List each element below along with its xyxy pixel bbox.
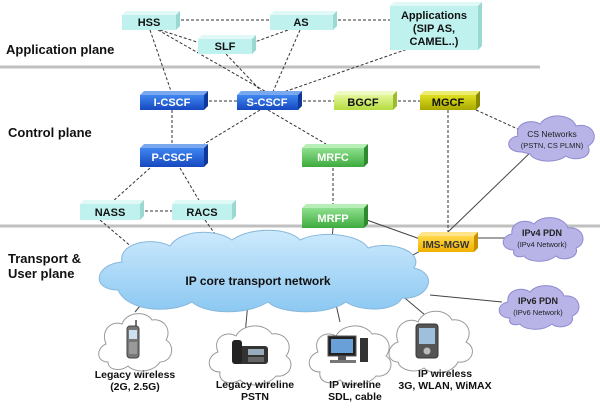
ipv4-pdn-title: IPv4 PDN bbox=[522, 228, 562, 238]
ip-core-label: IP core transport network bbox=[185, 274, 330, 288]
pcscf-node[interactable]: P-CSCF bbox=[140, 144, 208, 167]
ipv6-pdn-subtitle: (IPv6 Network) bbox=[513, 308, 563, 317]
legacy-wireless-line1: Legacy wireless bbox=[94, 369, 176, 381]
legacy-wireline-label: Legacy wireline PSTN bbox=[200, 379, 310, 403]
pcscf-label: P-CSCF bbox=[152, 152, 193, 164]
icscf-node[interactable]: I-CSCF bbox=[140, 91, 208, 110]
bgcf-node[interactable]: BGCF bbox=[334, 91, 397, 110]
hss-node[interactable]: HSS bbox=[122, 11, 180, 30]
mrfp-node[interactable]: MRFP bbox=[302, 204, 368, 228]
nass-node[interactable]: NASS bbox=[80, 200, 144, 220]
transport-plane-label-line1: Transport & bbox=[8, 251, 81, 266]
bgcf-label: BGCF bbox=[347, 97, 378, 109]
applications-label-line2: (SIP AS, bbox=[413, 23, 455, 35]
plane-separators bbox=[0, 65, 600, 228]
ipv6-pdn-cloud: IPv6 PDN (IPv6 Network) bbox=[498, 285, 580, 330]
legacy-wireless-label: Legacy wireless (2G, 2.5G) bbox=[85, 369, 185, 393]
mgcf-label: MGCF bbox=[432, 97, 465, 109]
hss-label: HSS bbox=[138, 17, 161, 29]
icscf-label: I-CSCF bbox=[154, 97, 191, 109]
applications-label-line3: CAMEL..) bbox=[410, 36, 459, 48]
legacy-wireline-line2: PSTN bbox=[240, 391, 269, 403]
cs-networks-title: CS Networks bbox=[527, 129, 577, 139]
mrfc-label: MRFC bbox=[317, 152, 349, 164]
pda-icon bbox=[415, 323, 439, 359]
racs-node[interactable]: RACS bbox=[172, 200, 236, 220]
ip-core-cloud: IP core transport network bbox=[98, 229, 429, 313]
desk-phone-icon bbox=[232, 340, 268, 364]
cs-networks-subtitle: (PSTN, CS PLMN) bbox=[521, 141, 584, 150]
slf-label: SLF bbox=[215, 41, 236, 53]
as-label: AS bbox=[293, 17, 308, 29]
desktop-computer-icon bbox=[327, 335, 368, 363]
racs-label: RACS bbox=[186, 207, 217, 219]
ims-mgw-label: IMS-MGW bbox=[423, 240, 470, 251]
mrfc-node[interactable]: MRFC bbox=[302, 144, 368, 167]
ipv6-pdn-title: IPv6 PDN bbox=[518, 296, 558, 306]
ip-wireless-line2: 3G, WLAN, WiMAX bbox=[398, 380, 492, 392]
ipv4-pdn-subtitle: (IPv4 Network) bbox=[517, 240, 567, 249]
ipv4-pdn-cloud: IPv4 PDN (IPv4 Network) bbox=[502, 217, 584, 262]
slf-node[interactable]: SLF bbox=[198, 35, 256, 54]
as-node[interactable]: AS bbox=[270, 11, 337, 30]
ip-wireline-line1: IP wireline bbox=[329, 379, 381, 391]
transport-plane-label-line2: User plane bbox=[8, 266, 75, 281]
ims-mgw-node[interactable]: IMS-MGW bbox=[418, 232, 478, 252]
applications-node[interactable]: Applications (SIP AS, CAMEL..) bbox=[390, 2, 482, 50]
ip-wireline-label: IP wireline SDL, cable bbox=[305, 379, 405, 403]
legacy-wireless-line2: (2G, 2.5G) bbox=[110, 381, 160, 393]
mobile-phone-icon bbox=[126, 320, 140, 359]
ip-wireless-label: IP wireless 3G, WLAN, WiMAX bbox=[390, 368, 500, 392]
mgcf-node[interactable]: MGCF bbox=[420, 91, 480, 110]
legacy-wireline-line1: Legacy wireline bbox=[215, 379, 295, 391]
control-plane-label: Control plane bbox=[8, 125, 92, 140]
application-plane-label: Application plane bbox=[6, 42, 115, 57]
cs-networks-cloud: CS Networks (PSTN, CS PLMN) bbox=[508, 115, 595, 162]
scscf-label: S-CSCF bbox=[247, 97, 288, 109]
scscf-node[interactable]: S-CSCF bbox=[237, 91, 302, 110]
ip-wireline-line2: SDL, cable bbox=[328, 391, 382, 403]
dashed-connectors bbox=[99, 19, 521, 255]
nass-label: NASS bbox=[95, 207, 126, 219]
ip-wireless-line1: IP wireless bbox=[417, 368, 473, 380]
applications-label-line1: Applications bbox=[401, 10, 467, 22]
mrfp-label: MRFP bbox=[317, 213, 348, 225]
